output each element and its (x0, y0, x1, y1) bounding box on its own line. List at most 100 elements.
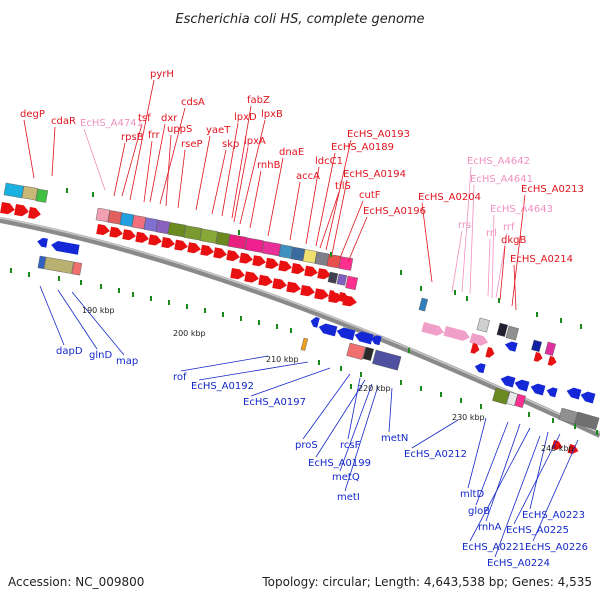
feature-block (278, 244, 294, 259)
gene-label: rcsF (340, 440, 361, 451)
label-leader-line (421, 202, 433, 283)
forward-gene-arrow (567, 444, 579, 455)
feature-block (131, 214, 147, 230)
forward-gene-arrow (328, 290, 337, 300)
gene-label: rnhA (478, 522, 502, 533)
gene-label: rnhB (257, 160, 281, 171)
label-leader-line (51, 126, 56, 177)
forward-gene-arrow (148, 234, 162, 246)
scale-tick-label: 210 kbp (266, 355, 299, 364)
label-leader-line (315, 379, 366, 458)
feature-tick-mark (536, 312, 538, 317)
feature-block (492, 387, 510, 405)
forward-gene-arrow (244, 271, 259, 283)
gene-label: EcHS_A0221 (462, 542, 525, 553)
scale-tick-label: 190 kbp (82, 306, 115, 315)
gene-label: EcHS_A0226 (525, 542, 588, 553)
feature-tick-mark (258, 320, 260, 325)
forward-gene-arrow (28, 207, 41, 219)
gene-label: lpxA (244, 136, 266, 147)
forward-gene-arrow (291, 263, 305, 275)
gene-label: EcHS_A0204 (418, 192, 481, 203)
feature-tick-mark (420, 386, 422, 391)
gene-label: EcHS_A0197 (243, 397, 306, 408)
gene-label: glnD (89, 350, 112, 361)
reverse-gene-arrow (474, 363, 486, 374)
label-leader-line (143, 140, 153, 203)
feature-block (514, 393, 526, 408)
gene-label: EcHS_A4642 (467, 156, 530, 167)
label-leader-line (302, 373, 351, 440)
label-leader-line (231, 105, 252, 219)
forward-gene-arrow (317, 268, 331, 280)
feature-tick-mark (186, 304, 188, 309)
forward-gene-arrow (200, 244, 214, 256)
gene-label: EcHS_A0214 (510, 254, 573, 265)
gene-label: rrf (503, 222, 515, 233)
gene-label: metI (337, 492, 360, 503)
feature-tick-mark (118, 288, 120, 293)
feature-tick-mark (204, 308, 206, 313)
label-leader-line (289, 181, 301, 241)
feature-block (314, 251, 330, 266)
label-leader-line (339, 383, 373, 472)
label-leader-line (239, 119, 266, 225)
label-leader-line (177, 149, 186, 209)
feature-tick-mark (420, 286, 422, 291)
label-leader-line (211, 149, 227, 215)
forward-gene-arrow (230, 268, 245, 280)
feature-tick-mark (528, 412, 530, 417)
gene-label: cutF (359, 190, 381, 201)
feature-tick-mark (408, 348, 410, 353)
feature-tick-mark (92, 192, 94, 197)
label-leader-line (411, 419, 459, 449)
label-leader-line (319, 191, 340, 249)
feature-block (155, 219, 171, 235)
forward-gene-arrow (252, 255, 266, 267)
feature-tick-mark (400, 270, 402, 275)
gene-label: EcHS_A4741 (80, 118, 143, 129)
feature-block (345, 275, 359, 291)
label-leader-line (513, 433, 561, 525)
gene-label: map (116, 356, 138, 367)
label-leader-line (198, 361, 309, 381)
gene-label: yaeT (206, 125, 231, 136)
feature-tick-mark (222, 312, 224, 317)
label-leader-line (494, 435, 541, 558)
feature-block (338, 256, 354, 271)
label-leader-line (529, 431, 549, 510)
gene-label: EcHS_A0189 (331, 142, 394, 153)
feature-block (558, 407, 578, 425)
reverse-gene-arrow (51, 241, 80, 255)
forward-gene-arrow (470, 343, 480, 354)
feature-block (71, 261, 83, 276)
forward-gene-arrow (286, 281, 301, 293)
feature-block (476, 317, 490, 333)
feature-tick-mark (596, 430, 598, 435)
scale-tick-label: 200 kbp (173, 329, 206, 338)
feature-tick-mark (340, 366, 342, 371)
forward-gene-arrow (485, 347, 495, 358)
scale-tick-label: 230 kbp (452, 413, 485, 422)
feature-block (372, 349, 402, 371)
gene-label: tilS (335, 181, 351, 192)
forward-gene-arrow (0, 202, 15, 215)
feature-tick-mark (100, 284, 102, 289)
feature-block (199, 228, 218, 244)
forward-gene-arrow (338, 292, 349, 302)
label-leader-line (250, 367, 331, 397)
feature-tick-mark (350, 384, 352, 389)
feature-tick-mark (440, 392, 442, 397)
feature-tick-mark (150, 296, 152, 301)
reverse-gene-arrow (318, 323, 338, 337)
gene-label: uppS (167, 124, 192, 135)
label-leader-line (499, 245, 506, 301)
label-leader-line (469, 184, 475, 295)
forward-gene-arrow (421, 322, 444, 336)
gene-label: dapD (56, 346, 83, 357)
feature-block (302, 249, 318, 264)
forward-gene-arrow (300, 285, 315, 297)
gene-label: rseP (181, 139, 203, 150)
